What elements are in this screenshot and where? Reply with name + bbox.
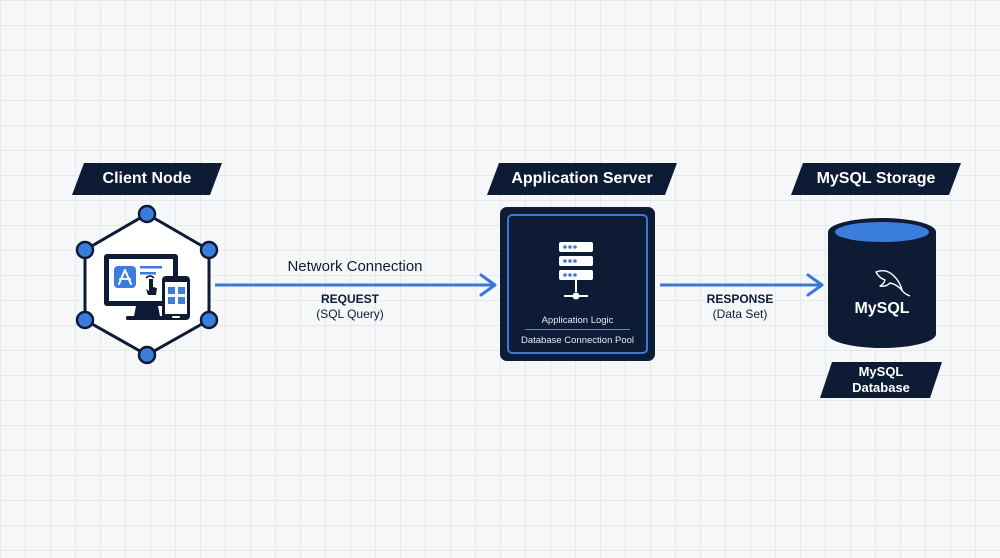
application-server-box: Application Logic Database Connection Po… (500, 207, 655, 361)
mysql-logo-text: MySQL (854, 300, 910, 317)
phone-icon (162, 276, 190, 320)
application-logic-label: Application Logic (541, 315, 614, 326)
mysql-storage-tag: MySQL Storage (791, 163, 961, 195)
mysql-storage-title: MySQL Storage (816, 170, 936, 187)
request-subtitle: (SQL Query) (316, 307, 384, 321)
mysql-database-tag: MySQL Database (820, 362, 942, 398)
hex-node-top (137, 204, 157, 224)
response-subtitle: (Data Set) (712, 307, 768, 321)
response-label: RESPONSE (706, 292, 774, 306)
app-store-icon (114, 266, 136, 288)
mysql-database-label-line1: MySQL (858, 364, 904, 379)
touch-pointer-icon (145, 275, 157, 295)
mysql-database-cylinder (828, 218, 936, 348)
request-arrow (215, 273, 497, 297)
hex-node-top-right (199, 240, 219, 260)
application-server-tag: Application Server (487, 163, 677, 195)
hex-node-top-left (75, 240, 95, 260)
mysql-dolphin-icon (875, 269, 911, 297)
client-node-title: Client Node (102, 170, 192, 187)
network-connection-label: Network Connection (287, 258, 423, 275)
server-rack-icon (559, 242, 593, 300)
hex-node-bottom-left (75, 310, 95, 330)
response-arrow (660, 273, 824, 297)
client-node-tag: Client Node (72, 163, 222, 195)
hex-node-bottom-right (199, 310, 219, 330)
application-server-title: Application Server (511, 170, 653, 187)
hex-node-bottom (137, 345, 157, 365)
server-divider (525, 329, 630, 330)
application-server-inner-frame: Application Logic Database Connection Po… (507, 214, 648, 354)
mysql-database-label-line2: Database (852, 380, 910, 395)
request-label: REQUEST (320, 292, 379, 306)
connection-pool-label: Database Connection Pool (520, 335, 635, 346)
